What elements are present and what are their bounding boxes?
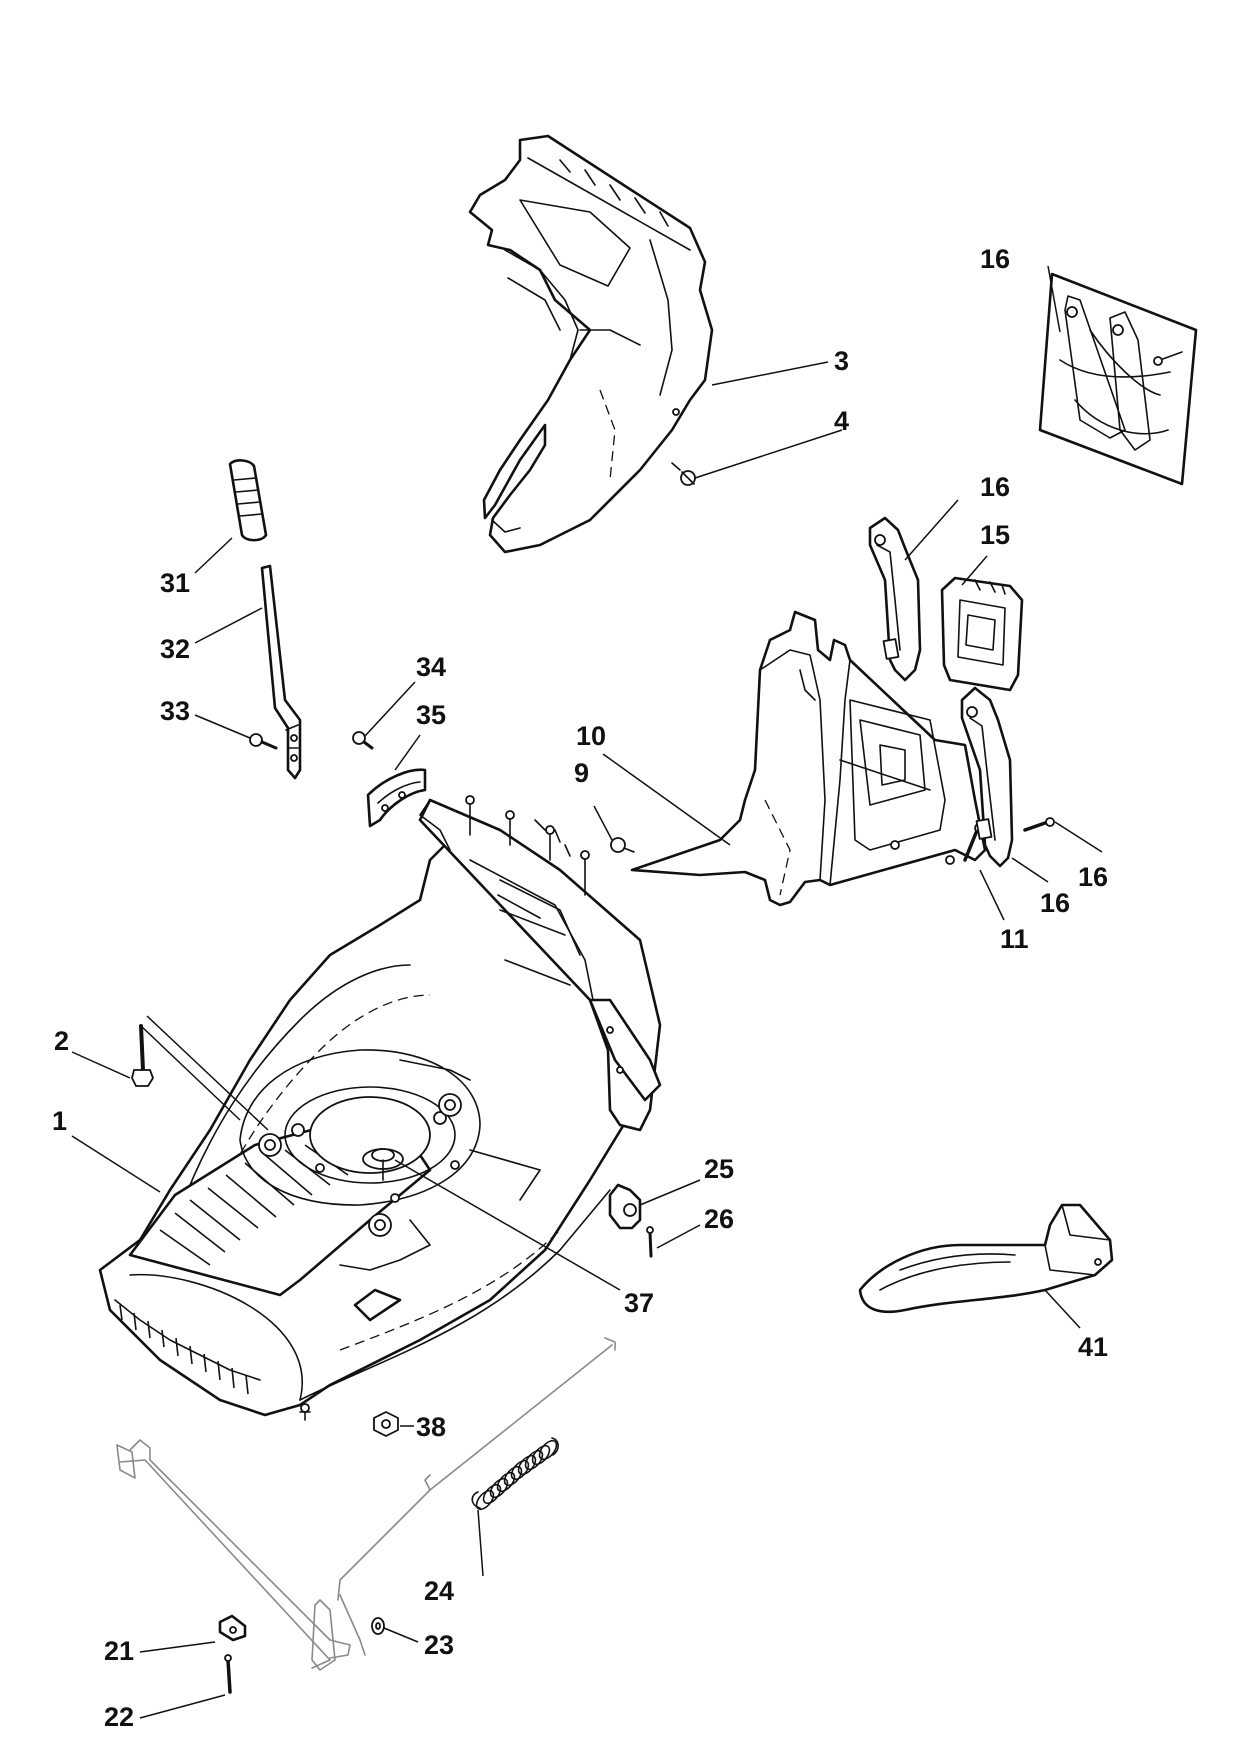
screw-16	[1023, 817, 1055, 832]
callout-3: 3	[834, 346, 849, 376]
callout-26: 26	[704, 1204, 734, 1234]
nut-38	[373, 1411, 399, 1437]
callout-16-b: 16	[980, 472, 1010, 502]
callout-15: 15	[980, 520, 1010, 550]
callout-16-a: 16	[980, 244, 1010, 274]
rear-cover-part	[468, 134, 714, 554]
callout-16-d: 16	[1040, 888, 1070, 918]
label-detail-inset	[1038, 272, 1198, 486]
deck-front-ribs	[119, 1304, 249, 1395]
washer-23	[371, 1617, 385, 1635]
callout-22: 22	[104, 1702, 134, 1732]
callout-2: 2	[54, 1026, 69, 1056]
screw-33	[249, 733, 278, 750]
callout-35: 35	[416, 700, 446, 730]
callout-34: 34	[416, 652, 446, 682]
callout-4: 4	[834, 406, 849, 436]
lever-grip-31	[228, 459, 268, 542]
screw-2	[131, 1024, 154, 1087]
callout-16-c: 16	[1078, 862, 1108, 892]
mower-deck-part	[98, 795, 662, 1421]
leader-lines	[71, 265, 1103, 1719]
callout-25: 25	[704, 1154, 734, 1184]
clip-21	[218, 1614, 247, 1642]
clip-25	[608, 1183, 642, 1230]
screw-22	[224, 1654, 232, 1694]
screw-26	[646, 1226, 654, 1258]
callout-37: 37	[624, 1288, 654, 1318]
rear-flap-cover-part	[940, 576, 1024, 692]
height-axle-assembly	[116, 1337, 616, 1671]
callout-labels: 1 2 3 4 9 10 11 15 16 16 16 16 21 22 23 …	[52, 244, 1108, 1732]
screw-4	[671, 462, 696, 486]
rear-frame-bracket-part	[630, 610, 987, 907]
callout-1: 1	[52, 1106, 67, 1136]
hinge-bracket-lower	[960, 686, 1014, 868]
callout-38: 38	[416, 1412, 446, 1442]
screw-34	[352, 731, 374, 750]
callout-9: 9	[574, 758, 589, 788]
callout-24: 24	[424, 1576, 454, 1606]
hinge-bracket-upper	[868, 516, 922, 682]
callout-32: 32	[160, 634, 190, 664]
height-lever-32	[260, 564, 302, 780]
callout-23: 23	[424, 1630, 454, 1660]
callout-41: 41	[1078, 1332, 1108, 1362]
spring-24	[471, 1437, 559, 1511]
callout-21: 21	[104, 1636, 134, 1666]
callout-31: 31	[160, 568, 190, 598]
callout-33: 33	[160, 696, 190, 726]
callout-11: 11	[1000, 924, 1029, 954]
callout-10: 10	[576, 721, 606, 751]
spring-coils	[475, 1439, 558, 1511]
mulching-insert-41	[858, 1203, 1114, 1314]
screw-9	[610, 837, 635, 853]
height-sector-35	[366, 768, 427, 828]
